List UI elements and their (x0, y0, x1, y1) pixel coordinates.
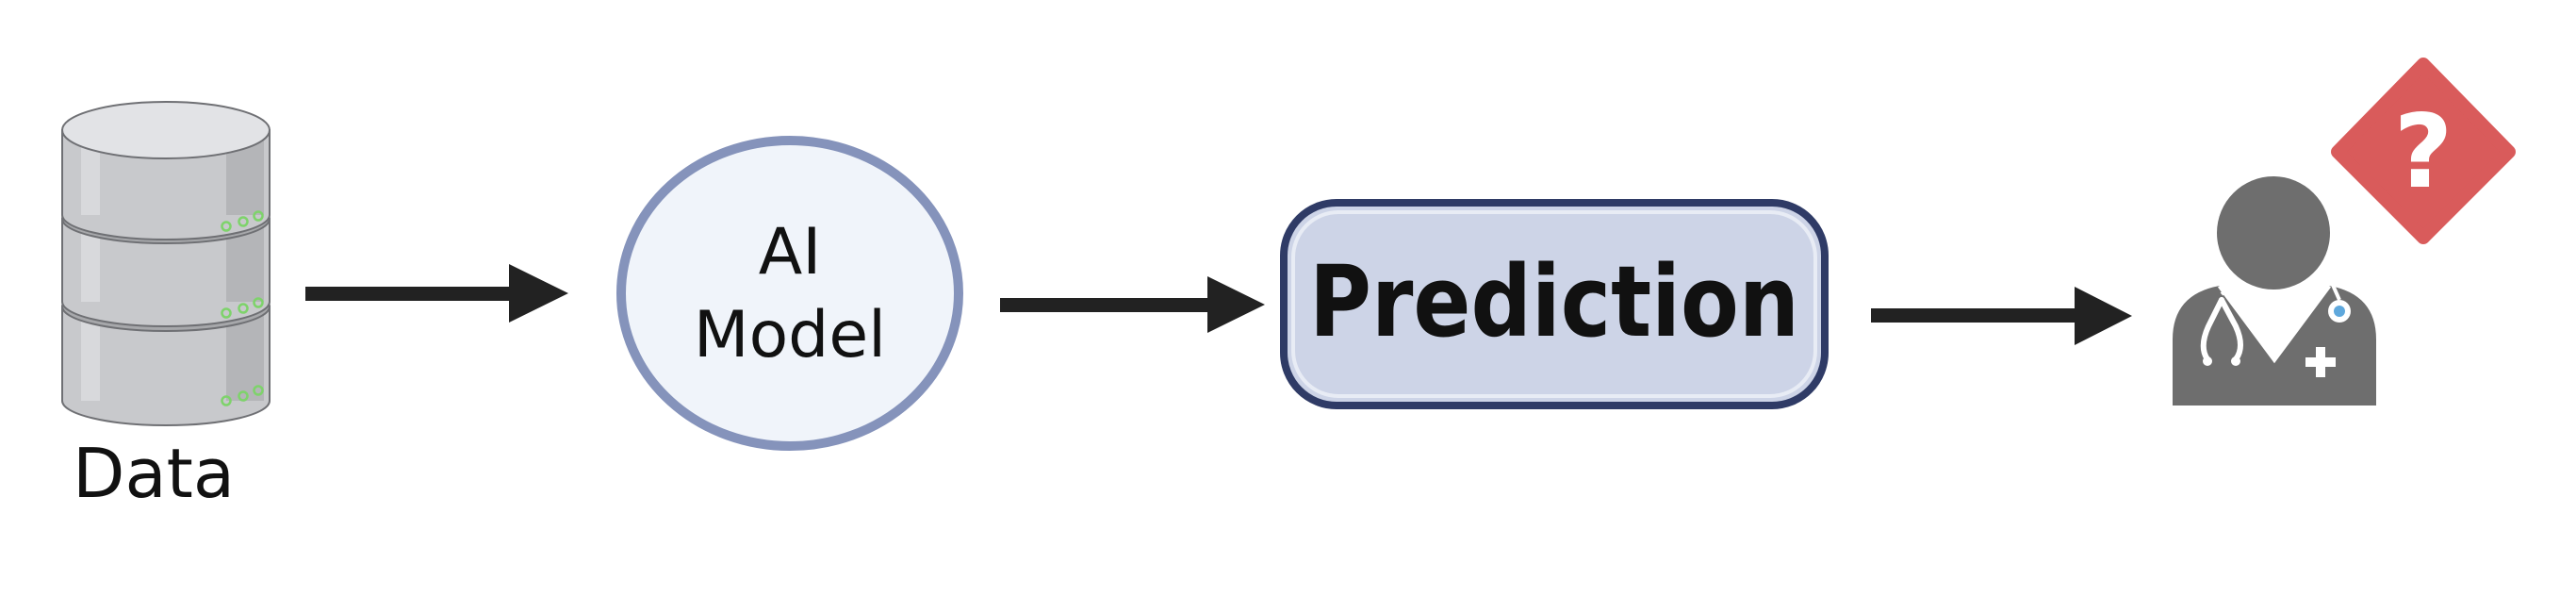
question-badge-icon: ? (2331, 58, 2516, 244)
database-icon (61, 101, 271, 426)
arrow-model-to-prediction (1000, 276, 1265, 333)
prediction-node: Prediction (1280, 199, 1829, 409)
data-label: Data (73, 434, 235, 513)
ai-model-node: AI Model (616, 136, 963, 451)
prediction-label: Prediction (1309, 244, 1799, 359)
doctor-icon (2173, 176, 2376, 406)
ai-model-label-line2: Model (694, 298, 886, 372)
ai-model-label-line1: AI (759, 215, 822, 290)
question-mark: ? (2394, 93, 2453, 211)
database-disk-top (61, 101, 271, 240)
medical-cross-icon (2305, 347, 2336, 377)
stethoscope-icon (2200, 282, 2351, 366)
arrow-prediction-to-doctor (1871, 287, 2132, 345)
arrow-data-to-model (305, 264, 568, 323)
